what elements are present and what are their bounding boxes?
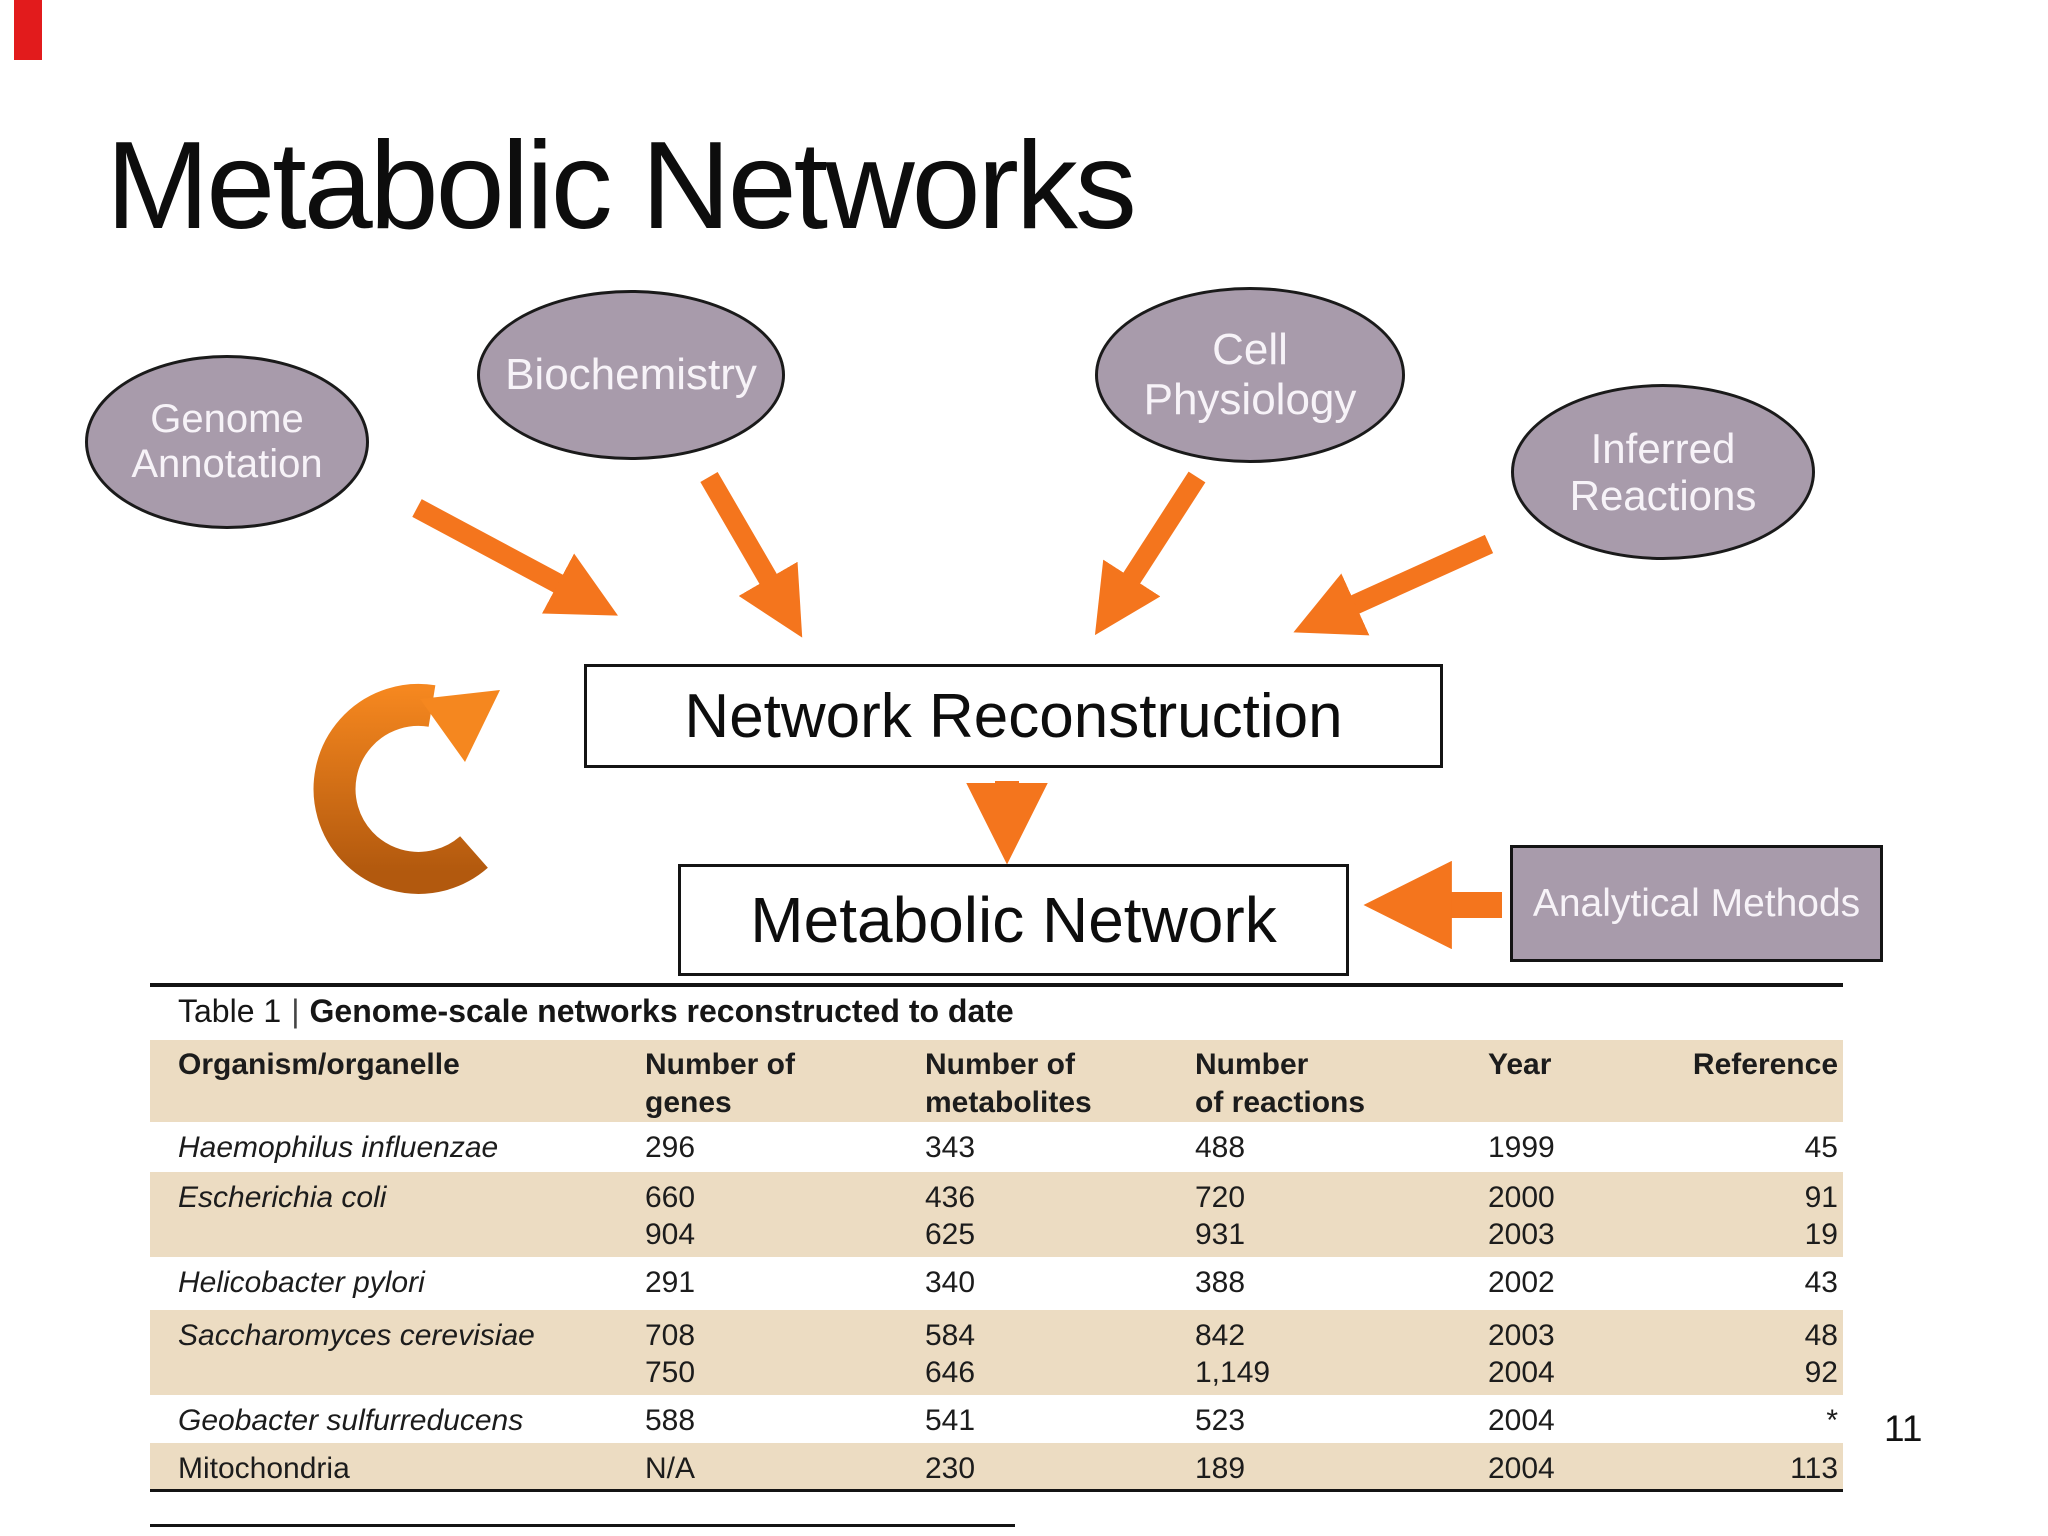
table-title-prefix: Table 1 — [178, 993, 282, 1029]
table-title-separator: | — [291, 993, 300, 1029]
cell-organism: Helicobacter pylori — [178, 1266, 425, 1299]
cell-year: 2004 — [1488, 1452, 1555, 1485]
cell-year: 2004 — [1488, 1404, 1555, 1437]
cell-reference: 113 — [1790, 1452, 1838, 1485]
arrow-genome-annotation-to-reconstruction — [412, 499, 618, 616]
table-row: Helicobacter pylori 291 340 388 2002 43 — [150, 1257, 1843, 1310]
arrow-biochemistry-to-reconstruction — [700, 471, 803, 638]
col-header-year: Year — [1488, 1048, 1552, 1081]
analytical-methods-box: Analytical Methods — [1510, 845, 1883, 962]
cell-metabolites: 340 — [925, 1266, 976, 1299]
cell-organism: Saccharomyces cerevisiae — [178, 1319, 535, 1352]
cell-reactions: 388 — [1195, 1266, 1246, 1299]
cell-reactions: 523 — [1195, 1404, 1246, 1437]
col-header-organism: Organism/organelle — [178, 1048, 460, 1081]
curved-feedback-arrow — [313, 683, 488, 894]
ellipse-genome-annotation: Genome Annotation — [85, 355, 369, 529]
cell-genes: 296 — [645, 1131, 696, 1164]
cell-metabolites: 343 — [925, 1131, 976, 1164]
table-title: Table 1|Genome-scale networks reconstruc… — [178, 990, 1014, 1032]
cell-organism: Geobacter sulfurreducens — [178, 1404, 524, 1437]
red-accent-bar — [14, 0, 42, 60]
metabolic-network-box: Metabolic Network — [678, 864, 1349, 976]
cell-year: 2002 — [1488, 1266, 1555, 1299]
box-label: Network Reconstruction — [684, 681, 1343, 751]
cell-reference: * — [1826, 1404, 1838, 1437]
arrow-cell-physiology-to-reconstruction — [1094, 471, 1206, 636]
cell-organism: Haemophilus influenzae — [178, 1131, 499, 1164]
ellipse-label: Physiology — [1143, 375, 1357, 424]
ellipse-label: Biochemistry — [505, 350, 757, 400]
table-top-rule — [150, 983, 1843, 987]
col-header-reference: Reference — [1692, 1048, 1838, 1081]
ellipse-label: Annotation — [131, 442, 323, 486]
table-title-main: Genome-scale networks reconstructed to d… — [309, 993, 1014, 1029]
cell-metabolites: 541 — [925, 1404, 976, 1437]
page-number: 11 — [1884, 1408, 1923, 1449]
cell-genes: N/A — [645, 1452, 696, 1485]
box-label: Analytical Methods — [1532, 881, 1861, 925]
table-row: Mitochondria N/A 230 189 2004 113 — [150, 1443, 1843, 1489]
cell-organism: Escherichia coli — [178, 1181, 387, 1214]
cell-reference: 45 — [1804, 1131, 1838, 1164]
cell-genes: 588 — [645, 1404, 696, 1437]
table-footnote-rule — [150, 1524, 1015, 1527]
arrow-inferred-reactions-to-reconstruction — [1293, 534, 1494, 636]
table-bottom-rule — [150, 1489, 1843, 1492]
page-title: Metabolic Networks — [106, 117, 1137, 255]
curved-feedback-arrowhead-icon — [420, 690, 500, 762]
ellipse-cell-physiology: Cell Physiology — [1095, 287, 1405, 463]
table-row: Geobacter sulfurreducens 588 541 523 200… — [150, 1395, 1843, 1443]
network-reconstruction-box: Network Reconstruction — [584, 664, 1443, 768]
cell-year: 1999 — [1488, 1131, 1555, 1164]
table-row: Haemophilus influenzae 296 343 488 1999 … — [150, 1122, 1843, 1172]
cell-reference: 43 — [1804, 1266, 1838, 1299]
ellipse-biochemistry: Biochemistry — [477, 290, 785, 460]
cell-metabolites: 230 — [925, 1452, 976, 1485]
cell-genes: 291 — [645, 1266, 696, 1299]
cell-reactions: 488 — [1195, 1131, 1246, 1164]
ellipse-label: Cell — [1212, 325, 1288, 375]
ellipse-label: Genome — [150, 396, 304, 441]
cell-organism: Mitochondria — [178, 1452, 350, 1485]
ellipse-label: Reactions — [1569, 472, 1757, 519]
box-label: Metabolic Network — [750, 884, 1277, 956]
cell-reactions: 189 — [1195, 1452, 1246, 1485]
ellipse-label: Inferred — [1590, 424, 1736, 472]
ellipse-inferred-reactions: Inferred Reactions — [1511, 384, 1815, 560]
